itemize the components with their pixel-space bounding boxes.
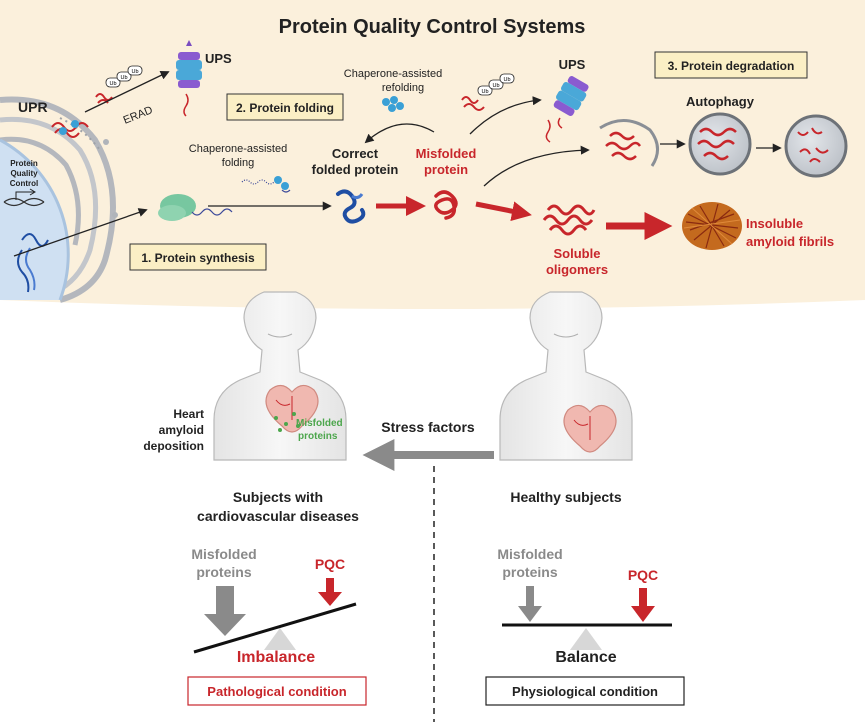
figure-title: Protein Quality Control Systems [279,16,586,38]
soluble-oligomers-label-1: Soluble [554,246,601,261]
ups-mid-label: UPS [559,57,586,72]
nucleus-label-3: Control [10,179,38,188]
right-pqc-arrow [631,588,655,622]
healthy-heart-icon [563,404,617,453]
chaperone-folding-label-1: Chaperone-assisted [189,143,287,155]
arrow-refolding [364,123,435,144]
correct-folded-label-2: folded protein [312,162,399,177]
arrow-to-oligomers [475,201,532,222]
proteasome-top-icon [176,40,202,117]
heart-amyloid-label-2: amyloid [159,423,204,437]
cvd-label-1: Subjects with [233,489,323,505]
physiological-box [485,676,685,706]
fibrils-label-2: amyloid fibrils [746,234,834,249]
left-misfolded-label-1: Misfolded [191,546,256,562]
ubiquitin-chain-2: Ub Ub Ub [461,73,515,111]
soluble-oligomers-label-2: oligomers [546,262,608,277]
step-box-synthesis [129,243,267,271]
folded-protein-icon [336,189,366,224]
pathological-label: Pathological condition [207,684,346,699]
svg-text:Ub: Ub [503,77,510,83]
chaperone-folding-icon [241,176,291,193]
balance-label: Balance [555,649,616,666]
autophagosome-icon [688,112,752,176]
cvd-label-2: cardiovascular diseases [197,508,359,524]
proteasome-mid-icon [553,76,589,117]
right-misfolded-arrow [518,586,542,622]
ups-top-label: UPS [205,51,232,66]
left-pqc-arrow [318,578,342,606]
ribosome-icon [158,194,233,221]
right-pqc-label: PQC [628,567,658,583]
upr-label: UPR [18,99,48,115]
correct-folded-label-1: Correct [332,146,379,161]
misfolded-protein-label-1: Misfolded [416,146,477,161]
misfolded-protein-label-2: protein [424,162,468,177]
arrow-to-autophagy [483,145,590,187]
autolysosome-icon [784,114,848,178]
imbalance-label: Imbalance [237,649,315,666]
right-misfolded-label-1: Misfolded [497,546,562,562]
pathological-box [187,676,367,706]
right-misfolded-label-2: proteins [502,564,557,580]
physiological-label: Physiological condition [512,684,658,699]
amyloid-fibrils-icon [682,202,742,250]
right-fulcrum [570,628,602,650]
misfolded-green-label-1: Misfolded [296,418,343,429]
chaperone-folding-label-2: folding [222,157,254,169]
arrow-to-ups [469,96,542,135]
dna-helix-icon [17,249,30,293]
left-balance-beam [193,602,357,654]
nucleus-label-1: Protein [10,159,38,168]
svg-text:Ub: Ub [131,69,138,75]
step-box-folding [226,93,344,121]
heart-amyloid-label-1: Heart [173,407,204,421]
step-degradation: 3. Protein degradation [668,59,795,73]
phagophore-icon [599,119,659,167]
stress-factors-label: Stress factors [381,419,475,435]
heart-amyloid-label-3: deposition [143,439,204,453]
cell-illustration: Protein Quality Control [0,96,118,303]
left-misfolded-label-2: proteins [196,564,251,580]
svg-text:Ub: Ub [109,81,116,87]
step-synthesis: 1. Protein synthesis [141,251,255,265]
autophagy-label: Autophagy [686,94,755,109]
left-fulcrum [264,628,296,650]
ubiquitin-chain-1: Ub Ub Ub [95,65,143,104]
step-box-degradation [654,51,808,79]
svg-text:Ub: Ub [481,89,488,95]
healthy-subjects-label: Healthy subjects [510,489,621,505]
arrow-dna-to-ribosome [13,208,148,257]
diseased-heart-icon [265,384,319,433]
arrow-erad [84,71,170,113]
human-figure-right [499,291,633,461]
left-pqc-label: PQC [315,556,345,572]
chaperone-refolding-label-1: Chaperone-assisted [344,68,442,80]
chaperone-refolding-label-2: refolding [382,82,424,94]
svg-text:Ub: Ub [120,75,127,81]
fibrils-label-1: Insoluble [746,216,803,231]
misfolded-protein-icon [434,190,458,220]
chaperone-refolding-icon [382,96,404,112]
svg-text:Ub: Ub [492,83,499,89]
step-folding: 2. Protein folding [236,101,334,115]
misfolded-green-label-2: proteins [298,431,338,442]
soluble-oligomers-icon [542,204,596,236]
nucleus-label-2: Quality [10,169,38,178]
left-misfolded-arrow [204,586,246,636]
er-misfolded-protein [51,120,89,138]
human-figure-left [213,291,347,461]
